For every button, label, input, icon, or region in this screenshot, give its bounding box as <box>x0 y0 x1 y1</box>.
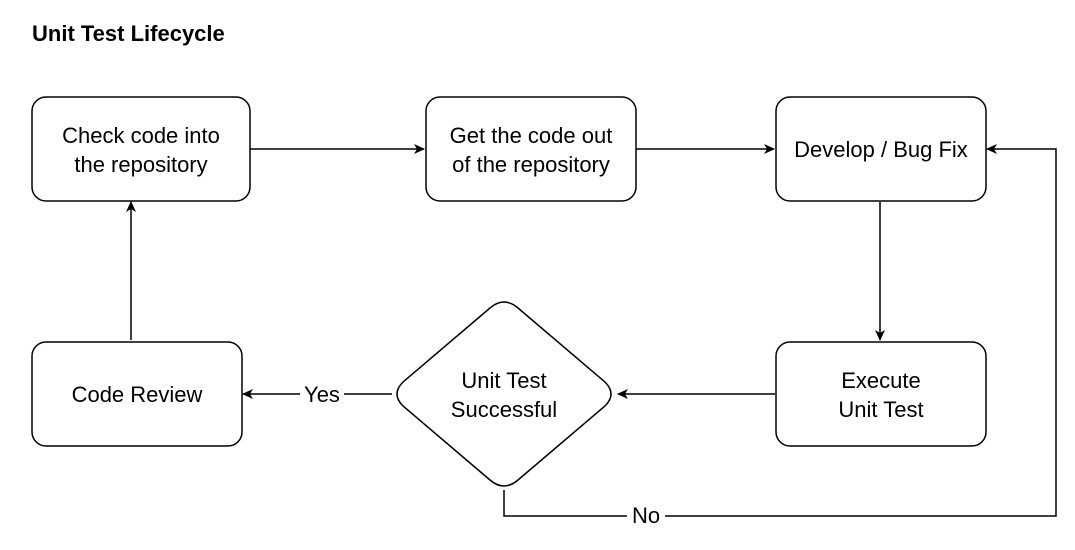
yes-label: Yes <box>304 382 340 407</box>
node-check-in: Check code into the repository <box>31 96 251 202</box>
node-execute: Execute Unit Test <box>775 341 987 447</box>
node-check-in-line-1: Check code into <box>62 123 220 148</box>
node-execute-line-2: Unit Test <box>838 397 923 422</box>
node-get-out-line-2: of the repository <box>452 152 610 177</box>
node-get-out: Get the code out of the repository <box>425 96 637 202</box>
node-develop-line-1: Develop / Bug Fix <box>794 137 968 162</box>
node-decision-line-2: Successful <box>451 397 557 422</box>
node-code-review-line-1: Code Review <box>72 382 203 407</box>
node-code-review: Code Review <box>31 341 243 447</box>
node-execute-line-1: Execute <box>841 368 921 393</box>
node-decision: Unit Test Successful <box>396 301 612 487</box>
node-decision-line-1: Unit Test <box>461 368 546 393</box>
edge-decision-no-to-develop <box>503 144 1057 517</box>
diagram-title: Unit Test Lifecycle <box>32 21 225 46</box>
yes-label-bg <box>300 382 344 406</box>
node-check-in-line-2: the repository <box>74 152 207 177</box>
node-get-out-line-1: Get the code out <box>450 123 613 148</box>
no-label: No <box>632 503 660 528</box>
no-label-bg <box>627 504 665 528</box>
node-develop: Develop / Bug Fix <box>775 96 987 202</box>
